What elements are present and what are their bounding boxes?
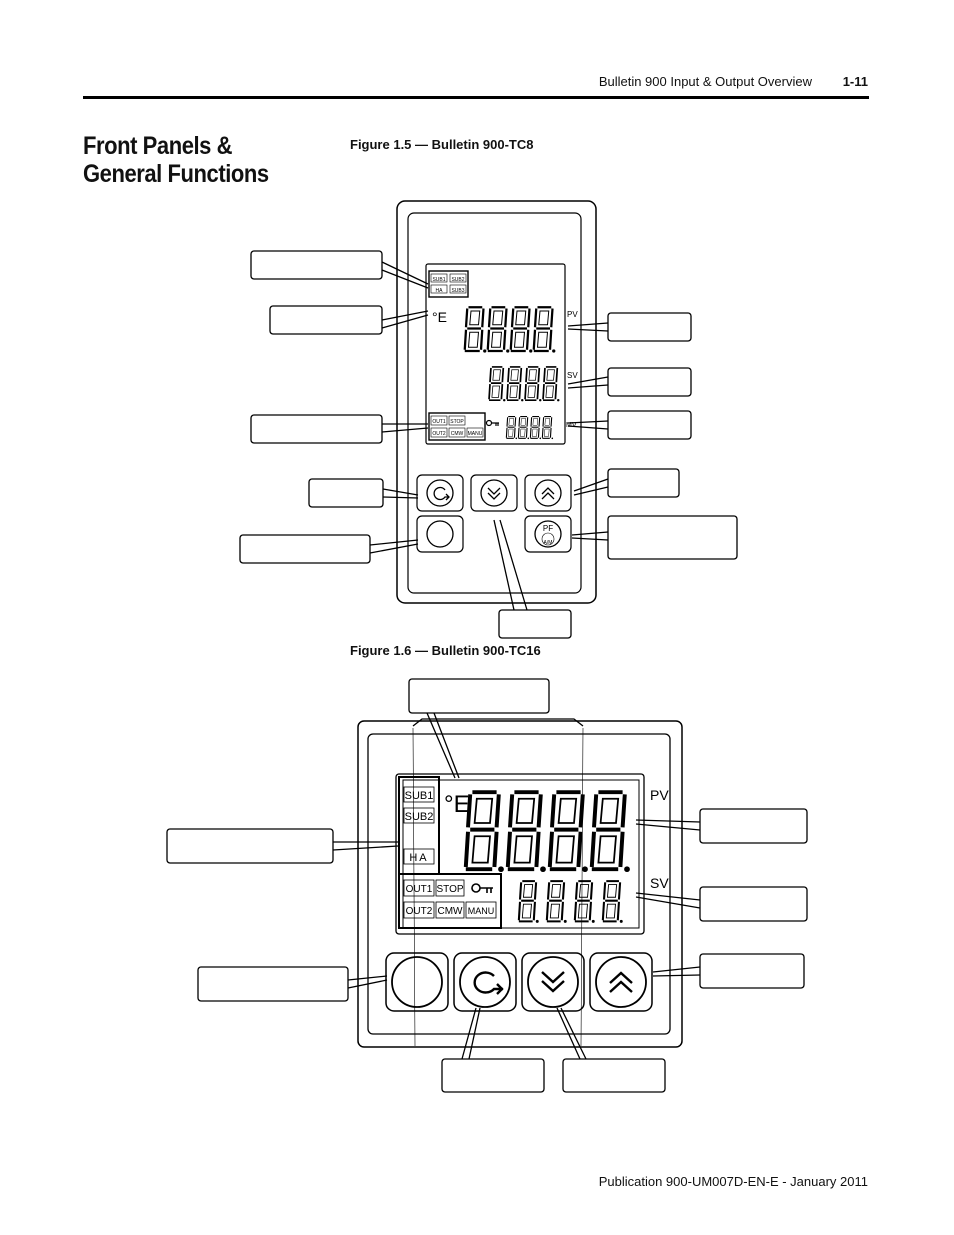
tc8-controller: SUB1 SUB2 HA SUB3 °E PV SV OUT1 STOP OUT… bbox=[396, 200, 597, 604]
tc8-am-label: A/M bbox=[544, 540, 553, 546]
tc16-up-button[interactable] bbox=[589, 952, 653, 1012]
callout-box bbox=[607, 515, 738, 560]
tc16-out2-label: OUT2 bbox=[406, 906, 433, 917]
tc16-controller: SUB1 SUB2 HA OUT1 STOP OUT2 CMW MANU °E … bbox=[357, 718, 683, 1048]
tc16-pv-label: PV bbox=[650, 787, 669, 803]
callout-box bbox=[239, 534, 371, 564]
tc8-level-button[interactable] bbox=[416, 515, 464, 553]
tc8-callouts bbox=[239, 250, 738, 639]
callout-box bbox=[441, 1058, 545, 1093]
tc8-mv-label: MV bbox=[566, 422, 577, 429]
tc8-sub2-label: SUB2 bbox=[451, 277, 464, 283]
figure-1-caption: Figure 1.5 — Bulletin 900-TC8 bbox=[350, 137, 534, 152]
tc8-pf-label: PF bbox=[543, 524, 553, 533]
callout-box bbox=[607, 468, 680, 498]
tc16-sv-label: SV bbox=[650, 875, 669, 891]
tc8-up-button[interactable] bbox=[524, 474, 572, 512]
tc8-ha-label: HA bbox=[436, 288, 444, 294]
tc8-leader-lines bbox=[369, 261, 609, 611]
tc16-cmw-label: CMW bbox=[438, 906, 464, 917]
header-rule bbox=[83, 96, 869, 99]
key-icon bbox=[485, 419, 499, 427]
callout-box bbox=[607, 367, 692, 397]
tc16-stop-label: STOP bbox=[436, 884, 463, 895]
tc16-level-button[interactable] bbox=[385, 952, 449, 1012]
tc8-down-button[interactable] bbox=[470, 474, 518, 512]
page-number: 1-11 bbox=[842, 74, 868, 89]
tc8-unit-symbol: °E bbox=[432, 309, 447, 325]
tc16-sub1-label: SUB1 bbox=[405, 790, 434, 802]
tc8-sub1-label: SUB1 bbox=[432, 277, 445, 283]
callout-box bbox=[607, 410, 692, 440]
callout-box bbox=[699, 808, 808, 844]
callout-box bbox=[562, 1058, 666, 1093]
section-title: Front Panels & General Functions bbox=[83, 132, 269, 188]
tc16-leader-lines bbox=[332, 712, 701, 1060]
tc8-mode-button[interactable] bbox=[416, 474, 464, 512]
tc8-pv-label: PV bbox=[567, 310, 578, 319]
callout-box bbox=[408, 678, 550, 714]
tc16-ha-label: HA bbox=[409, 852, 428, 864]
tc16-manu-label: MANU bbox=[468, 906, 495, 916]
tc8-pf-button[interactable]: PF A/M bbox=[524, 515, 572, 553]
tc8-manu-label: MANU bbox=[468, 431, 483, 437]
publication-footer: Publication 900-UM007D-EN-E - January 20… bbox=[598, 1174, 868, 1189]
tc16-callouts bbox=[166, 678, 808, 1093]
callout-box bbox=[250, 414, 383, 444]
callout-box bbox=[699, 886, 808, 922]
callout-box bbox=[498, 609, 572, 639]
callout-box bbox=[197, 966, 349, 1002]
callout-box bbox=[308, 478, 384, 508]
callout-box bbox=[269, 305, 383, 335]
header-title: Bulletin 900 Input & Output Overview bbox=[598, 74, 812, 89]
tc8-sub3-label: SUB3 bbox=[451, 288, 464, 294]
tc8-out2-label: OUT2 bbox=[432, 431, 446, 437]
tc16-mode-button[interactable] bbox=[453, 952, 517, 1012]
key-icon bbox=[471, 883, 493, 893]
tc8-out1-label: OUT1 bbox=[432, 419, 446, 425]
callout-box bbox=[607, 312, 692, 342]
figure-2-caption: Figure 1.6 — Bulletin 900-TC16 bbox=[350, 643, 541, 658]
callout-box bbox=[250, 250, 383, 280]
tc8-cmw-label: CMW bbox=[451, 431, 464, 437]
tc16-out1-label: OUT1 bbox=[406, 884, 433, 895]
callout-box bbox=[166, 828, 334, 864]
callout-box bbox=[699, 953, 805, 989]
tc16-down-button[interactable] bbox=[521, 952, 585, 1012]
tc16-sub2-label: SUB2 bbox=[405, 811, 434, 823]
tc16-unit-symbol: °E bbox=[444, 791, 470, 818]
tc8-stop-label: STOP bbox=[450, 419, 464, 425]
tc8-sv-label: SV bbox=[567, 371, 578, 380]
